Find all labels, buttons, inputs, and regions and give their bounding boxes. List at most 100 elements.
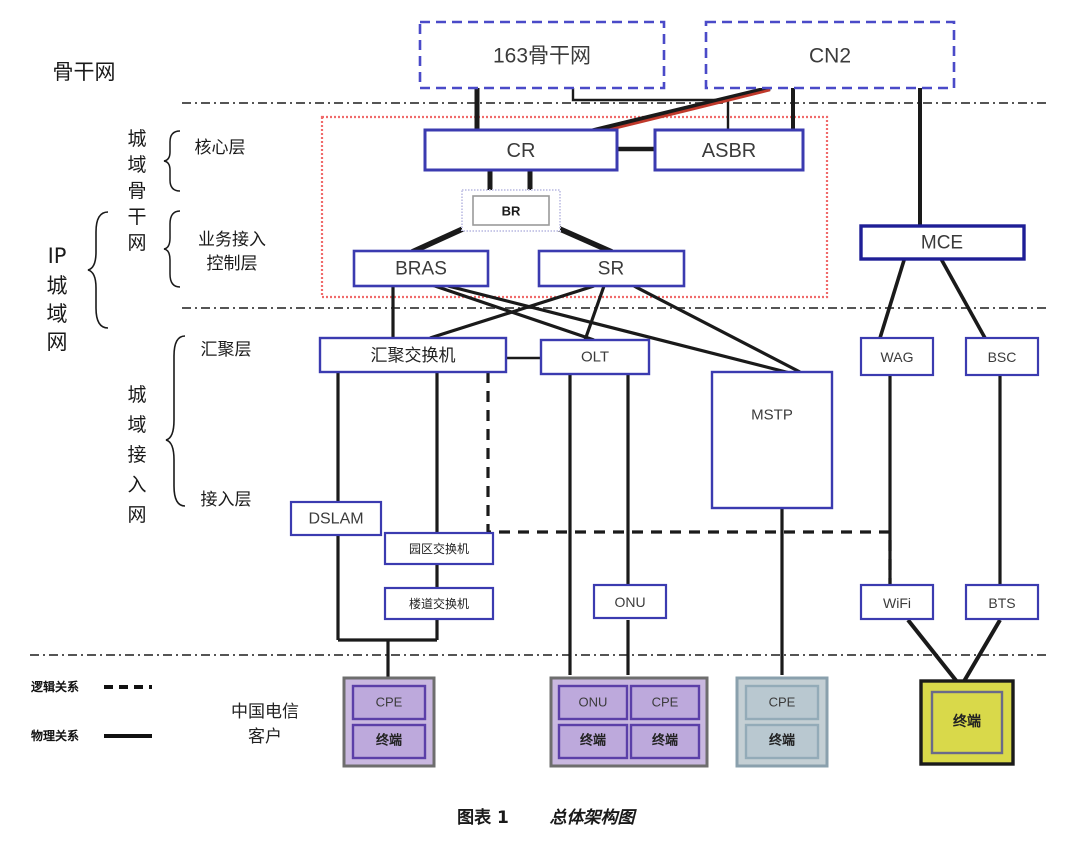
node-wifi-label: WiFi <box>883 595 911 611</box>
node-cn2[interactable]: CN2 <box>704 20 956 90</box>
node-asbr[interactable]: ASBR <box>653 128 805 172</box>
svg-text:域: 域 <box>127 154 146 176</box>
svg-text:骨: 骨 <box>127 180 146 202</box>
node-wag-label: WAG <box>881 349 914 365</box>
node-cr-label: CR <box>507 140 536 162</box>
link-sr-mstp <box>633 284 801 374</box>
node-asbr-label: ASBR <box>702 140 756 162</box>
svg-text:城: 城 <box>127 128 146 150</box>
svg-text:业务接入: 业务接入 <box>198 230 266 250</box>
figure-caption: 图表 1 总体架构图 <box>457 807 637 828</box>
side-label-aggregation-layer: 汇聚层 <box>201 340 252 360</box>
customer-cell-label: ONU <box>579 695 608 710</box>
node-cr[interactable]: CR <box>423 128 619 172</box>
node-sr-label: SR <box>598 259 624 280</box>
node-campus-switch-label: 园区交换机 <box>409 541 469 556</box>
core-control-region-outline <box>320 115 829 299</box>
svg-text:城: 城 <box>127 384 146 406</box>
svg-text:入: 入 <box>127 474 146 496</box>
legend: 逻辑关系 物理关系 <box>31 679 152 743</box>
customer-cell-label: 终端 <box>376 733 402 749</box>
node-bras[interactable]: BRAS <box>352 249 490 288</box>
svg-text:干: 干 <box>127 206 146 228</box>
link-cn2-diagonal-red <box>595 88 771 135</box>
legend-label-physical: 物理关系 <box>31 728 79 743</box>
node-163-backbone-label: 163骨干网 <box>493 45 591 68</box>
svg-text:城: 城 <box>47 274 68 298</box>
node-corridor-switch-label: 楼道交换机 <box>409 596 469 611</box>
node-corridor-switch[interactable]: 楼道交换机 <box>383 586 495 621</box>
node-mce[interactable]: MCE <box>859 224 1026 261</box>
svg-text:客户: 客户 <box>248 727 282 747</box>
side-label-ip-man: IP 城 域 网 <box>47 244 68 354</box>
svg-text:控制层: 控制层 <box>207 254 258 274</box>
mobile-terminal-label: 终端 <box>953 713 981 730</box>
link-mce-bsc <box>938 256 987 339</box>
side-label-backbone: 骨干网 <box>53 60 116 84</box>
node-agg-switch[interactable]: 汇聚交换机 <box>318 336 508 374</box>
customer-box-onu-cpe-terminal-purple[interactable]: ONU CPE 终端 终端 <box>549 676 709 768</box>
link-wifi-terminal <box>906 618 960 685</box>
node-mstp[interactable]: MSTP <box>710 370 834 510</box>
link-bras-mstp <box>447 284 791 375</box>
node-onu-access[interactable]: ONU <box>592 583 668 620</box>
link-sr-agg <box>429 284 595 340</box>
node-dslam[interactable]: DSLAM <box>289 500 383 537</box>
node-163-backbone[interactable]: 163骨干网 <box>418 20 666 90</box>
link-mce-wag <box>878 256 907 339</box>
link-cn2-diagonal-black <box>591 85 771 134</box>
node-bts-label: BTS <box>988 595 1015 611</box>
link-bts-terminal <box>961 618 1002 685</box>
customer-box-cpe-terminal-gray[interactable]: CPE 终端 <box>735 676 829 768</box>
customer-cell-label: 终端 <box>769 733 795 749</box>
node-bsc-label: BSC <box>988 349 1017 365</box>
side-label-control-layer: 业务接入 控制层 <box>198 230 266 274</box>
node-mce-label: MCE <box>921 233 963 254</box>
caption-prefix: 图表 1 <box>457 807 509 828</box>
svg-text:域: 域 <box>127 414 146 436</box>
customer-cell-label: 终端 <box>652 733 678 749</box>
node-br-label: BR <box>502 204 521 219</box>
node-olt-label: OLT <box>581 349 609 366</box>
side-label-man-backbone: 城 域 骨 干 网 <box>127 128 146 254</box>
side-label-access-layer: 接入层 <box>201 490 252 510</box>
node-campus-switch[interactable]: 园区交换机 <box>383 531 495 566</box>
node-bras-label: BRAS <box>395 259 447 280</box>
node-bts[interactable]: BTS <box>964 583 1040 621</box>
side-label-man-access: 城 域 接 入 网 <box>127 384 146 526</box>
caption-title: 总体架构图 <box>550 808 638 828</box>
customer-cell-label: CPE <box>769 695 796 710</box>
legend-label-logical: 逻辑关系 <box>31 679 79 694</box>
svg-text:网: 网 <box>127 232 146 254</box>
customer-cell-label: 终端 <box>580 733 606 749</box>
svg-text:网: 网 <box>47 330 68 354</box>
node-olt[interactable]: OLT <box>539 338 651 376</box>
customer-box-mobile-terminal-yellow[interactable]: 终端 <box>919 679 1015 766</box>
customer-group-label: 中国电信 客户 <box>231 702 299 747</box>
svg-text:域: 域 <box>47 302 68 326</box>
node-cn2-label: CN2 <box>809 45 851 68</box>
node-mstp-label: MSTP <box>751 407 793 424</box>
link-agg-mstp-logical <box>486 372 892 585</box>
side-label-core-layer: 核心层 <box>195 138 246 158</box>
brace-control-layer <box>163 210 181 288</box>
node-wifi[interactable]: WiFi <box>859 583 935 621</box>
node-br[interactable]: BR <box>461 189 561 232</box>
svg-text:网: 网 <box>127 504 146 526</box>
node-onu-access-label: ONU <box>614 594 645 610</box>
brace-access-layers <box>165 335 186 507</box>
node-sr[interactable]: SR <box>537 249 686 288</box>
node-wag[interactable]: WAG <box>859 336 935 377</box>
svg-text:IP: IP <box>48 244 67 268</box>
layer-dividers <box>30 102 1050 656</box>
customer-cell-label: CPE <box>376 695 403 710</box>
customer-box-cpe-terminal-purple[interactable]: CPE 终端 <box>342 676 436 768</box>
link-163-elbow <box>571 88 730 131</box>
svg-text:接: 接 <box>127 444 146 466</box>
node-agg-switch-label: 汇聚交换机 <box>371 346 456 366</box>
brace-ip-man <box>87 211 109 329</box>
node-bsc[interactable]: BSC <box>964 336 1040 377</box>
link-sr-olt <box>583 285 606 341</box>
